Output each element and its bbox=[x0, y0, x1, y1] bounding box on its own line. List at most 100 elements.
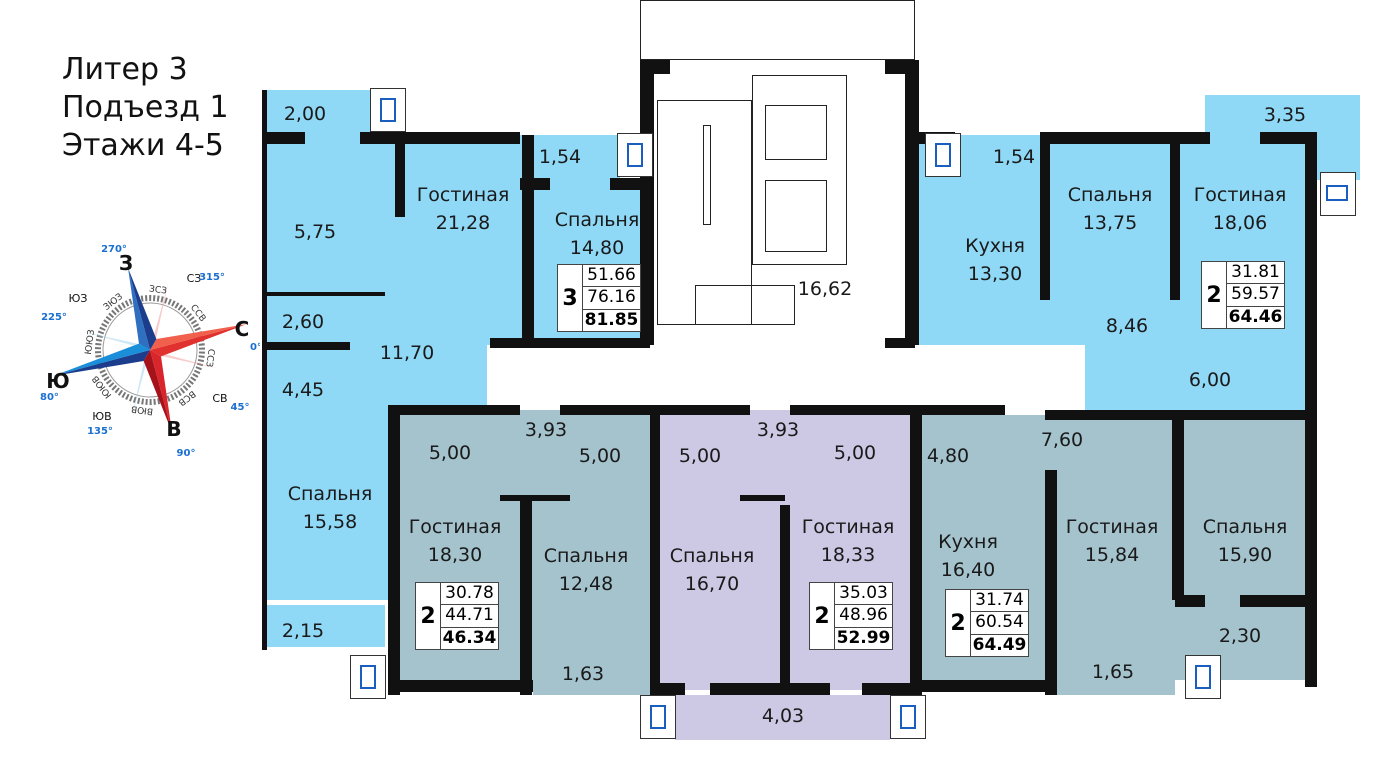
room-area: 13,75 bbox=[1082, 212, 1138, 234]
total-area-with-balcony: 64.49 bbox=[972, 634, 1027, 655]
wall bbox=[1045, 410, 1315, 420]
room-name: Гостиная bbox=[408, 516, 502, 538]
room-area: 11,70 bbox=[379, 342, 435, 364]
compass-deg-45: 45° bbox=[231, 402, 250, 413]
apartment-a-hall-fill bbox=[265, 345, 487, 405]
wall bbox=[265, 132, 305, 144]
elevator-car bbox=[765, 105, 827, 160]
room-name: Спальня bbox=[1067, 184, 1153, 206]
ac-unit-box bbox=[640, 695, 676, 739]
room-name: Кухня bbox=[938, 531, 998, 553]
room-area: 2,30 bbox=[1218, 625, 1262, 647]
room-area: 16,40 bbox=[940, 559, 996, 581]
wall bbox=[500, 495, 570, 501]
room-bedroom-a: Спальня 14,80 bbox=[555, 206, 640, 262]
apartment-a-balcony-fill bbox=[265, 90, 370, 135]
compass-deg-90: 90° bbox=[177, 448, 196, 459]
wall bbox=[520, 500, 532, 695]
window-icon bbox=[900, 705, 916, 729]
wall bbox=[905, 60, 919, 345]
window-icon bbox=[1326, 185, 1348, 201]
wall bbox=[650, 410, 660, 695]
living-area: 31.81 bbox=[1227, 262, 1284, 285]
room-area: 2,60 bbox=[281, 311, 325, 333]
ac-unit-box bbox=[925, 133, 961, 177]
compass-label-se: ЮВ bbox=[92, 410, 111, 423]
compass-minor-label: ВЮВ bbox=[131, 403, 154, 416]
ac-unit-box bbox=[1185, 655, 1221, 699]
wall bbox=[640, 60, 670, 74]
room-name: Спальня bbox=[543, 545, 629, 567]
compass-east-arm bbox=[143, 350, 172, 433]
room-count: 2 bbox=[1202, 262, 1227, 328]
room-area: 5,00 bbox=[678, 445, 722, 467]
total-area: 76.16 bbox=[583, 287, 640, 310]
wall bbox=[1175, 595, 1205, 607]
room-area: 16,70 bbox=[684, 573, 740, 595]
room-bedroom-b: Спальня 13,75 bbox=[1068, 181, 1153, 237]
room-area: 6,00 bbox=[1188, 369, 1232, 391]
stair-balcony-outline bbox=[640, 0, 915, 60]
apartment-e-balcony-fill bbox=[1055, 650, 1175, 695]
compass-label-east: В bbox=[166, 417, 181, 441]
total-area-with-balcony: 46.34 bbox=[442, 627, 497, 648]
room-area: 13,30 bbox=[967, 263, 1023, 285]
room-count: 2 bbox=[946, 590, 971, 656]
wall bbox=[1170, 135, 1180, 300]
total-area: 60.54 bbox=[971, 612, 1028, 635]
living-area: 35.03 bbox=[835, 583, 892, 606]
room-area: 3,93 bbox=[524, 419, 568, 441]
service-shaft bbox=[695, 285, 795, 325]
floors-label: Этажи 4-5 bbox=[62, 128, 224, 163]
wall bbox=[520, 178, 550, 190]
room-area: 4,80 bbox=[926, 445, 970, 467]
room-area: 4,45 bbox=[281, 379, 325, 401]
living-area: 31.74 bbox=[971, 590, 1028, 613]
room-area: 1,54 bbox=[538, 146, 582, 168]
wall bbox=[388, 405, 400, 695]
wall bbox=[1040, 135, 1050, 300]
room-area: 4,03 bbox=[761, 705, 805, 727]
window-icon bbox=[650, 705, 666, 729]
wall bbox=[522, 135, 534, 345]
compass-label-nw: СЗ bbox=[187, 272, 202, 285]
compass-west-arm bbox=[128, 267, 157, 350]
total-area-with-balcony: 64.46 bbox=[1228, 306, 1283, 327]
room-area: 2,15 bbox=[281, 620, 325, 642]
total-area: 48.96 bbox=[835, 605, 892, 628]
compass-minor-label: ССЗ bbox=[203, 348, 215, 368]
room-area: 1,54 bbox=[992, 146, 1036, 168]
apartment-a-balcony2-fill bbox=[528, 135, 620, 180]
room-area: 14,80 bbox=[569, 237, 625, 259]
ac-unit-box bbox=[617, 133, 653, 177]
room-area: 15,58 bbox=[302, 511, 358, 533]
room-name: Гостиная bbox=[416, 184, 510, 206]
compass-label-north: С bbox=[235, 317, 250, 341]
wall bbox=[640, 60, 654, 345]
elevator-shaft bbox=[752, 75, 847, 265]
room-name: Гостиная bbox=[1065, 516, 1159, 538]
entrance-label: Подъезд 1 bbox=[62, 90, 229, 125]
ac-unit-box bbox=[1320, 172, 1356, 216]
room-name: Спальня bbox=[554, 209, 640, 231]
building-label: Литер 3 bbox=[62, 52, 188, 87]
wall bbox=[360, 132, 520, 144]
room-area: 15,90 bbox=[1217, 544, 1273, 566]
wall bbox=[885, 338, 915, 348]
wall bbox=[885, 60, 919, 74]
wall bbox=[262, 90, 267, 650]
compass-label-west: З bbox=[119, 251, 133, 275]
wall bbox=[1305, 132, 1317, 687]
total-area-with-balcony: 81.85 bbox=[584, 309, 639, 330]
room-area: 5,00 bbox=[833, 442, 877, 464]
apartment-d-balcony-fill bbox=[675, 695, 890, 740]
compass-label-sw: ЮЗ bbox=[69, 292, 88, 305]
